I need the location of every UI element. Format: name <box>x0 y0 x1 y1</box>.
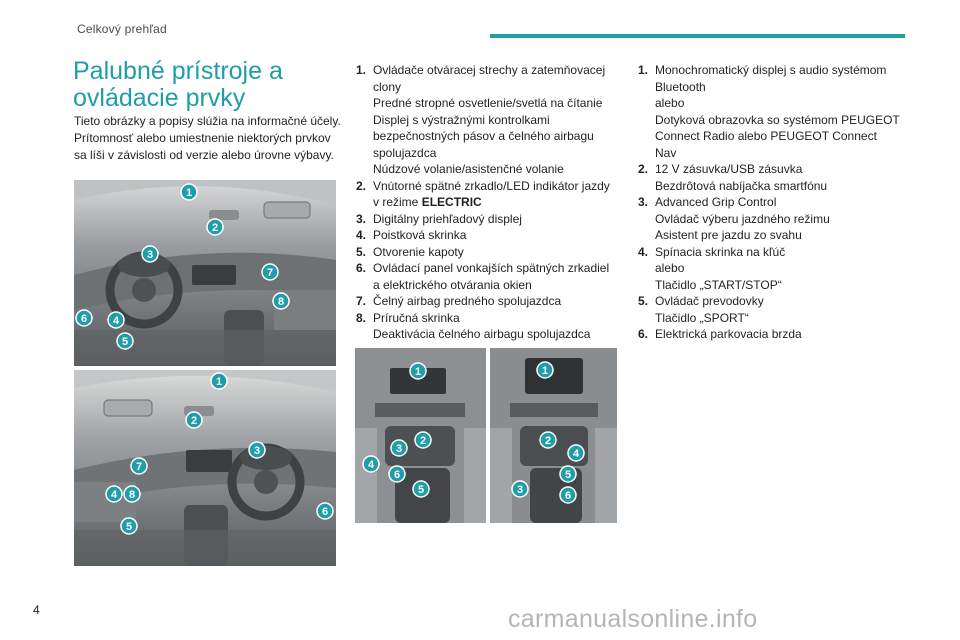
section-header: Celkový prehľad <box>77 22 167 36</box>
legend-item-number: 3. <box>356 211 367 226</box>
legend-item-text: Poistková skrinka <box>373 228 467 242</box>
badge-rhd-8: 8 <box>129 489 135 501</box>
dashboard-photo-rhd: 1 2 3 7 4 8 5 6 <box>74 370 336 566</box>
console-photo-left: 1 2 3 4 6 5 <box>355 348 486 523</box>
watermark: carmanualsonline.info <box>508 605 758 633</box>
badge-cl-5: 5 <box>418 484 424 496</box>
page-number: 4 <box>33 603 40 617</box>
legend-item-text: Digitálny priehľadový displej <box>373 211 522 226</box>
legend-item-number: 6. <box>356 261 367 275</box>
badge-cl-3: 3 <box>396 443 402 455</box>
legend-item: 1. Ovládače otváracej strechy a zatemňova… <box>356 62 618 178</box>
legend-item: 4. Poistková skrinka <box>356 227 618 244</box>
legend-item-text: Bezdrôtová nabíjačka smartfónu <box>655 178 828 193</box>
legend-item-text-wrap: Vnútorné spätné zrkadlo/LED indikátor ja… <box>373 178 618 211</box>
intro-paragraph: Tieto obrázky a popisy slúžia na informa… <box>74 114 341 162</box>
legend-item: 6. Ovládací panel vonkajších spätných zrk… <box>356 260 618 293</box>
badge-cr-2: 2 <box>545 435 551 447</box>
legend-item-text: Elektrická parkovacia brzda <box>655 327 802 341</box>
legend-item-text: Ovládače otváracej strechy a zatemňovace… <box>373 63 606 94</box>
badge-cl-2: 2 <box>420 435 426 447</box>
badge-cl-4: 4 <box>368 459 375 471</box>
dashboard-photo-lhd: 1 2 3 7 8 6 4 5 <box>74 180 336 366</box>
legend-item-text: Monochromatický displej s audio systémom… <box>655 63 887 94</box>
legend-item-bold: ELECTRIC <box>421 195 482 209</box>
legend-list-console: 1. Monochromatický displej s audio systém… <box>638 62 900 343</box>
legend-item-number: 2. <box>356 178 367 193</box>
header-accent-bar <box>490 34 905 38</box>
legend-item-number: 6. <box>638 327 649 341</box>
legend-item-number: 2. <box>638 162 649 176</box>
badge-lhd-8: 8 <box>278 296 284 308</box>
badge-lhd-1: 1 <box>186 187 192 199</box>
legend-item: 6. Elektrická parkovacia brzda <box>638 326 900 343</box>
legend-item: 1. Monochromatický displej s audio systém… <box>638 62 900 161</box>
photo-rhd-badges: 1 2 3 7 4 8 5 6 <box>105 372 334 535</box>
photo-lhd-badges: 1 2 3 7 8 6 4 5 <box>75 183 290 350</box>
page-title: Palubné prístroje a ovládacie prvky <box>73 57 283 112</box>
legend-item-text: Displej s výstražnými kontrolkami bezpeč… <box>373 112 594 160</box>
legend-item-text: Ovládač výberu jazdného režimu <box>655 211 830 226</box>
legend-item-text: Deaktivácia čelného airbagu spolujazdca <box>373 327 591 341</box>
badge-lhd-7: 7 <box>267 267 273 279</box>
legend-item-number: 8. <box>356 310 367 325</box>
legend-item-text: 12 V zásuvka/USB zásuvka <box>655 162 803 176</box>
legend-item: 5. Otvorenie kapoty <box>356 244 618 261</box>
legend-item-text: Dotyková obrazovka so systémom PEUGEOT C… <box>655 112 900 160</box>
legend-item-text: Čelný airbag predného spolujazdca <box>373 294 562 308</box>
badge-lhd-5: 5 <box>122 336 128 348</box>
console-photo-right: 1 2 4 5 3 6 <box>490 348 617 523</box>
badge-cr-1: 1 <box>542 365 548 377</box>
legend-item-text: alebo <box>655 261 685 275</box>
badge-lhd-6: 6 <box>81 313 87 325</box>
legend-list-dashboard: 1. Ovládače otváracej strechy a zatemňova… <box>356 62 618 343</box>
legend-item-text: Vnútorné spätné zrkadlo/LED indikátor ja… <box>373 178 610 210</box>
badge-lhd-2: 2 <box>212 222 218 234</box>
badge-cr-4: 4 <box>573 448 580 460</box>
badge-rhd-3: 3 <box>254 445 260 457</box>
badge-cl-1: 1 <box>415 366 421 378</box>
badge-lhd-4: 4 <box>113 315 120 327</box>
badge-cl-6: 6 <box>394 469 400 481</box>
badge-lhd-3: 3 <box>147 249 153 261</box>
legend-item-number: 5. <box>638 294 649 308</box>
legend-item-text: Otvorenie kapoty <box>373 244 464 259</box>
badge-rhd-4: 4 <box>111 489 118 501</box>
legend-item-number: 7. <box>356 294 367 308</box>
legend-item: 7. Čelný airbag predného spolujazdca <box>356 293 618 310</box>
legend-item-text: Tlačidlo „SPORT“ <box>655 310 749 325</box>
legend-item-number: 1. <box>638 63 649 77</box>
photo-divider <box>486 348 490 523</box>
legend-item-text: Príručná skrinka <box>373 310 460 325</box>
legend-item: 3. Digitálny priehľadový displej <box>356 211 618 228</box>
badge-cr-5: 5 <box>565 469 571 481</box>
badge-rhd-1: 1 <box>216 376 222 388</box>
legend-item-number: 3. <box>638 195 649 209</box>
legend-item-text: Advanced Grip Control <box>655 195 777 209</box>
badge-rhd-6: 6 <box>322 506 328 518</box>
badge-cr-6: 6 <box>565 490 571 502</box>
legend-item-text: Núdzové volanie/asistenčné volanie <box>373 162 564 176</box>
legend-item-text: Spínacia skrinka na kľúč <box>655 244 786 259</box>
legend-item-text: Ovládací panel vonkajších spätných zrkad… <box>373 261 610 292</box>
legend-item-number: 4. <box>356 228 367 242</box>
legend-item-text: Predné stropné osvetlenie/svetlá na číta… <box>373 96 603 110</box>
legend-item-number: 4. <box>638 244 649 259</box>
legend-item-text: Asistent pre jazdu zo svahu <box>655 228 802 242</box>
legend-item-text: alebo <box>655 96 685 110</box>
legend-item-number: 5. <box>356 244 367 259</box>
badge-rhd-5: 5 <box>126 521 132 533</box>
legend-item-text: Ovládač prevodovky <box>655 294 764 308</box>
badge-rhd-2: 2 <box>191 415 197 427</box>
legend-item-text: Tlačidlo „START/STOP“ <box>655 277 782 292</box>
badge-cr-3: 3 <box>517 484 523 496</box>
legend-item: 2. Vnútorné spätné zrkadlo/LED indikátor … <box>356 178 618 211</box>
badge-rhd-7: 7 <box>136 461 142 473</box>
legend-item-number: 1. <box>356 63 367 77</box>
